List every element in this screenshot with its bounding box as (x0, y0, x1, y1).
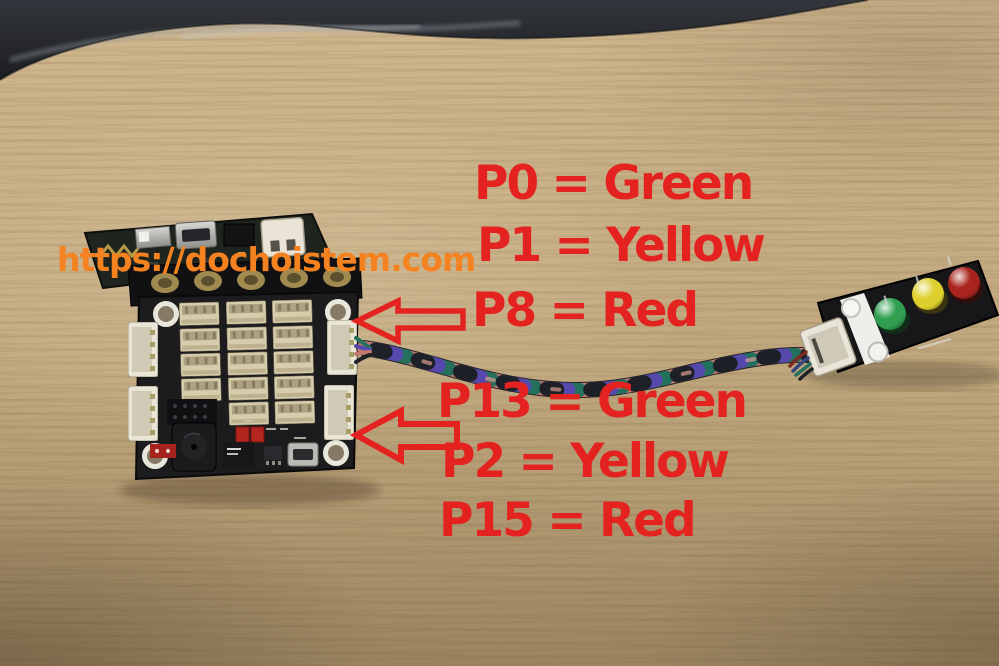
jumper-block (150, 444, 176, 458)
jumper-cap (250, 426, 265, 443)
smd-component (264, 446, 282, 460)
traffic-light-module (788, 256, 999, 381)
microbit-radio-shield (134, 225, 172, 249)
jst-connector (273, 325, 314, 349)
breakout-board (128, 290, 360, 481)
arrow-upper (350, 296, 466, 346)
jst-connector (273, 350, 314, 374)
module-wires (788, 350, 814, 381)
pin-label-p1: P1 = Yellow (477, 218, 766, 273)
mounting-hole (153, 301, 179, 327)
jst-connector (179, 302, 220, 326)
pin-label-p2: P2 = Yellow (441, 434, 730, 489)
jst-connector (181, 378, 222, 402)
pin-label-p15: P15 = Red (439, 493, 697, 548)
jst-connector (227, 327, 268, 351)
mounting-hole (323, 440, 349, 466)
jst-connector (229, 402, 270, 426)
dark-object-top (0, 0, 869, 81)
silkscreen-marks (883, 256, 952, 350)
board-shadow (120, 474, 380, 506)
wire-bundle (354, 336, 816, 398)
side-connector-left-lower (128, 386, 158, 441)
pin-label-p0: P0 = Green (474, 156, 754, 211)
side-connector-right-lower (324, 385, 354, 440)
jst-connector (275, 400, 316, 424)
arrow-lower (349, 406, 460, 466)
micro-usb-port (287, 442, 319, 467)
jst-connector (274, 375, 315, 399)
module-connector (799, 317, 857, 377)
module-shadow (805, 361, 999, 389)
jst-connector (228, 377, 269, 401)
mounting-hole (867, 341, 889, 363)
watermark-url: https://dochoistem.com (57, 240, 476, 279)
side-connector-left-upper (128, 322, 158, 377)
pin-label-p13: P13 = Green (437, 374, 748, 429)
microbit-usb-port (174, 220, 218, 250)
pin-label-p8: P8 = Red (472, 283, 699, 338)
jst-connector (227, 352, 268, 376)
jst-connector (180, 353, 221, 377)
silkscreen-marks (245, 420, 306, 439)
jst-connector (272, 299, 313, 323)
microbit-processor-chip (223, 223, 255, 247)
side-connector-right-upper (327, 320, 357, 375)
jst-connector (180, 328, 221, 352)
buzzer (171, 422, 217, 472)
pin-header (167, 399, 217, 425)
mounting-hole (325, 299, 351, 325)
jst-connector (226, 301, 267, 325)
mounting-hole (841, 298, 861, 318)
microbit-antenna (98, 243, 142, 259)
annotation-arrows (349, 296, 466, 466)
jumper-cap (235, 426, 250, 443)
battery-connector (260, 217, 306, 258)
